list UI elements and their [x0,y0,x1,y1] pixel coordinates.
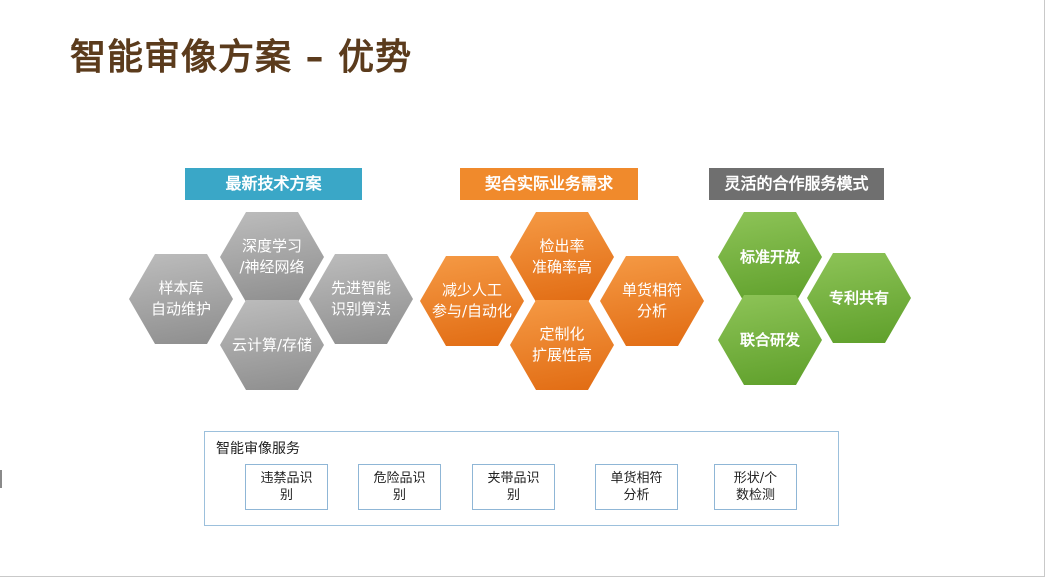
page-title: 智能审像方案 – 优势 [70,37,413,78]
service-dangerous-goods: 危险品识 别 [358,464,441,510]
hex-open-standard: 标准开放 [718,212,822,302]
hex-less-manual: 减少人工 参与/自动化 [420,256,524,346]
edge-marker [0,470,2,488]
services-title: 智能审像服务 [216,441,300,457]
group-label-tech: 最新技术方案 [185,168,362,200]
hex-joint-rd: 联合研发 [718,295,822,385]
service-shape-count: 形状/个 数检测 [714,464,797,510]
hex-smart-algorithm: 先进智能 识别算法 [309,254,413,344]
service-cargo-match: 单货相符 分析 [595,464,678,510]
service-concealed-goods: 夹带品识 别 [472,464,555,510]
services-panel: 智能审像服务 违禁品识 别 危险品识 别 夹带品识 别 单货相符 分析 形状/个… [204,431,839,526]
hex-shared-patent: 专利共有 [807,253,911,343]
group-label-cooperation: 灵活的合作服务模式 [709,168,884,200]
group-label-business: 契合实际业务需求 [460,168,638,200]
service-contraband: 违禁品识 别 [245,464,328,510]
